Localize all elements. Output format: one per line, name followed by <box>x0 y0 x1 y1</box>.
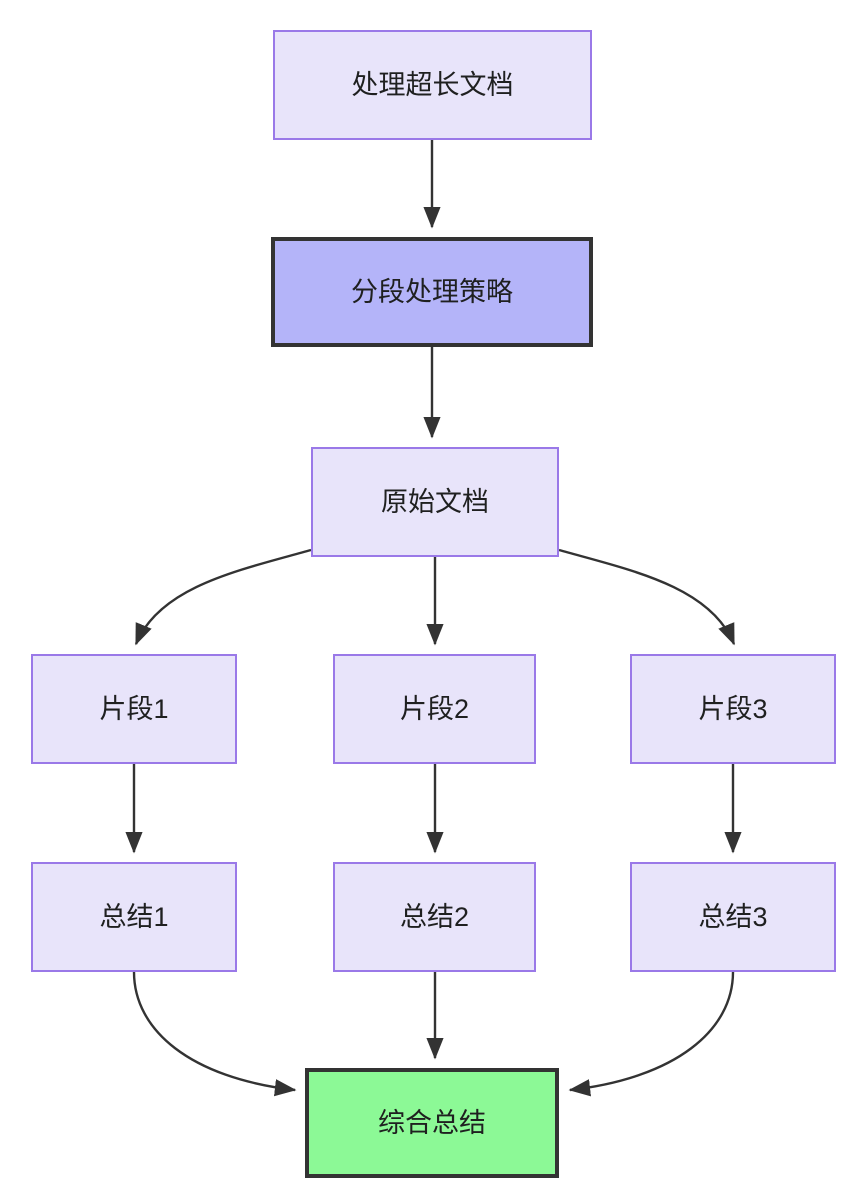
node-summary-1[interactable]: 总结1 <box>31 862 237 972</box>
edge-summary-3-final-summary <box>568 971 735 1097</box>
edge-summary-1-final-summary <box>132 971 297 1097</box>
node-long-document[interactable]: 处理超长文档 <box>273 30 592 140</box>
edge-source-doc-fragment-3 <box>558 548 736 646</box>
node-fragment-3[interactable]: 片段3 <box>630 654 836 764</box>
edge-source-doc-fragment-1 <box>134 548 312 646</box>
node-label-chunk-strategy: 分段处理策略 <box>351 276 513 307</box>
node-final-summary[interactable]: 综合总结 <box>305 1068 559 1178</box>
node-fragment-2[interactable]: 片段2 <box>333 654 536 764</box>
node-chunk-strategy[interactable]: 分段处理策略 <box>271 237 593 347</box>
node-summary-2[interactable]: 总结2 <box>333 862 536 972</box>
node-label-fragment-3: 片段3 <box>698 693 768 724</box>
node-label-fragment-1: 片段1 <box>99 693 169 724</box>
node-label-summary-1: 总结1 <box>99 901 169 932</box>
node-label-summary-2: 总结2 <box>399 901 470 932</box>
node-label-long-document: 处理超长文档 <box>351 69 514 100</box>
node-label-source-doc: 原始文档 <box>381 486 489 517</box>
node-label-final-summary: 综合总结 <box>378 1107 486 1138</box>
node-label-fragment-2: 片段2 <box>399 693 470 724</box>
node-label-summary-3: 总结3 <box>698 901 768 932</box>
node-summary-3[interactable]: 总结3 <box>630 862 836 972</box>
node-source-doc[interactable]: 原始文档 <box>311 447 559 557</box>
node-fragment-1[interactable]: 片段1 <box>31 654 237 764</box>
